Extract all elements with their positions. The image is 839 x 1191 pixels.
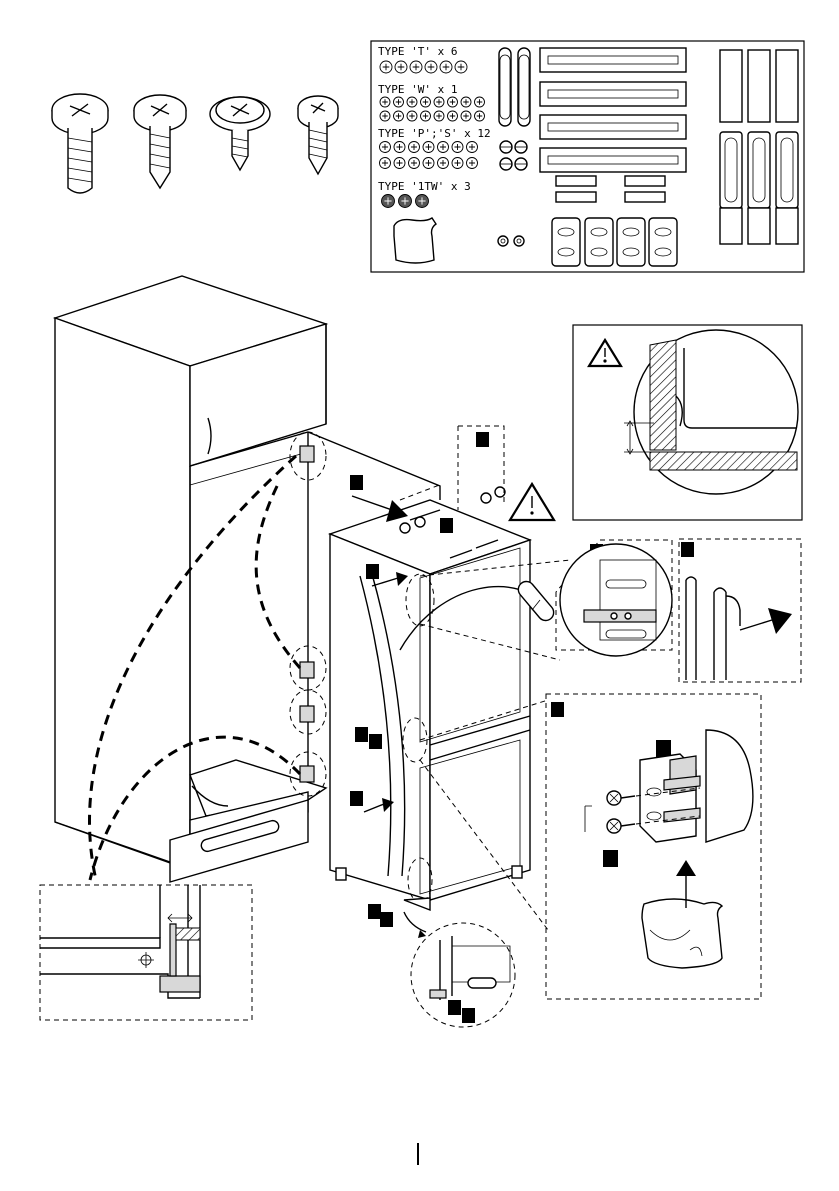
gap-warning-detail	[573, 325, 802, 520]
hinge-block-detail	[546, 694, 761, 999]
type-t-label: TYPE 'T' x 6	[378, 45, 457, 58]
bag-icon	[394, 218, 436, 263]
type-w-label: TYPE 'W' x 1	[378, 83, 457, 96]
screw-type-t-icon	[52, 94, 108, 193]
type-1tw-label: TYPE '1TW' x 3	[378, 180, 471, 193]
warning-icon	[510, 484, 554, 520]
vertical-profiles	[720, 50, 798, 244]
screw-type-p-icon	[210, 97, 270, 170]
type-ps-label: TYPE 'P';'S' x 12	[378, 127, 491, 140]
trim-strip-detail	[679, 539, 801, 682]
page-number-mark	[417, 1143, 419, 1165]
bottom-fixing-detail	[40, 885, 252, 1020]
screw-type-w-icon	[134, 95, 186, 188]
screw-type-s-icon	[298, 96, 338, 174]
top-bracket-detail	[515, 540, 672, 656]
accessory-kit-panel: TYPE 'T' x 6 TYPE 'W' x 1 TYPE 'P';'S' x…	[371, 41, 804, 272]
